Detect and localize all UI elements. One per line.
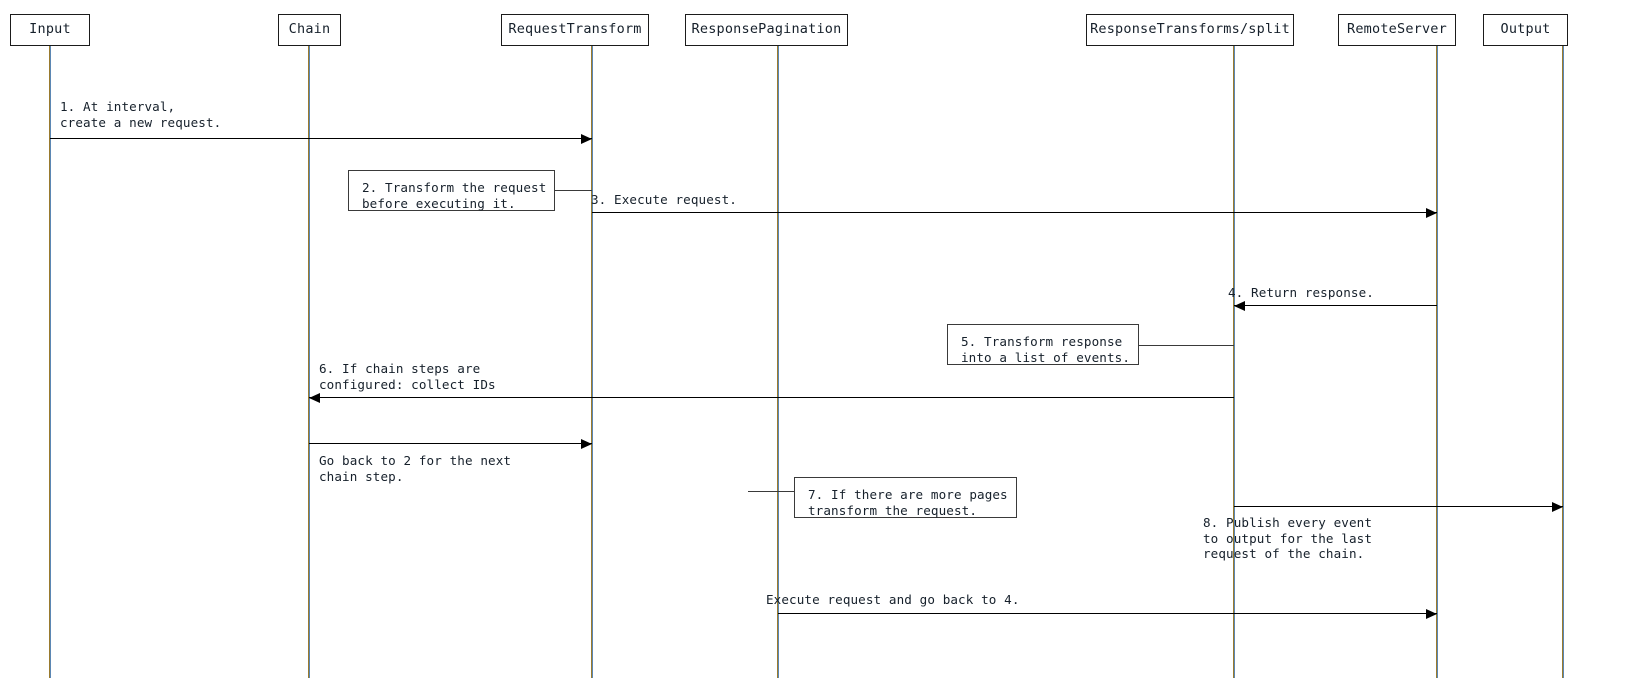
participant-responsepagination[interactable]: ResponsePagination xyxy=(685,14,848,46)
participant-input[interactable]: Input xyxy=(10,14,90,46)
participant-requesttransform[interactable]: RequestTransform xyxy=(501,14,649,46)
arrowhead-m3 xyxy=(1426,207,1437,218)
message-label-m_goback4: Execute request and go back to 4. xyxy=(766,592,1020,607)
message-line-m6 xyxy=(309,397,1234,399)
participant-label: ResponsePagination xyxy=(691,21,842,38)
arrowhead-m6 xyxy=(309,392,320,403)
message-line-m_goback2 xyxy=(309,443,592,445)
message-label-m6: 6. If chain steps are configured: collec… xyxy=(319,361,496,392)
message-label-m1: 1. At interval, create a new request. xyxy=(60,99,222,130)
participant-label: ResponseTransforms/split xyxy=(1090,21,1290,38)
participant-remoteserver[interactable]: RemoteServer xyxy=(1338,14,1456,46)
message-label-m_goback2: Go back to 2 for the next chain step. xyxy=(319,453,512,484)
note-connector-n7 xyxy=(748,491,794,493)
message-label-m4: 4. Return response. xyxy=(1228,285,1374,300)
participant-label: RemoteServer xyxy=(1347,21,1447,38)
arrowhead-m1 xyxy=(581,133,592,144)
lifeline-output xyxy=(1562,46,1564,678)
note-connector-n2 xyxy=(555,190,592,192)
arrowhead-m4 xyxy=(1234,300,1245,311)
note-n7[interactable]: 7. If there are more pages transform the… xyxy=(794,477,1017,518)
message-line-m3 xyxy=(592,212,1437,214)
note-n5[interactable]: 5. Transform response into a list of eve… xyxy=(947,324,1139,365)
arrowhead-m_goback2 xyxy=(581,438,592,449)
message-line-m1 xyxy=(50,138,592,140)
lifeline-responsetransforms xyxy=(1233,46,1235,678)
lifeline-input xyxy=(49,46,51,678)
note-n2[interactable]: 2. Transform the request before executin… xyxy=(348,170,555,211)
lifeline-requesttransform xyxy=(591,46,593,678)
participant-label: RequestTransform xyxy=(508,21,642,38)
message-label-m3: 3. Execute request. xyxy=(591,192,737,207)
message-line-m_goback4 xyxy=(778,613,1437,615)
participant-label: Input xyxy=(29,21,71,38)
message-line-m8 xyxy=(1234,506,1563,508)
arrowhead-m8 xyxy=(1552,501,1563,512)
participant-chain[interactable]: Chain xyxy=(278,14,341,46)
participant-label: Output xyxy=(1500,21,1551,38)
participant-output[interactable]: Output xyxy=(1483,14,1568,46)
participant-responsetransforms[interactable]: ResponseTransforms/split xyxy=(1086,14,1294,46)
lifeline-responsepagination xyxy=(777,46,779,678)
lifeline-chain xyxy=(308,46,310,678)
note-connector-n5 xyxy=(1139,345,1234,347)
message-line-m4 xyxy=(1234,305,1437,307)
message-label-m8: 8. Publish every event to output for the… xyxy=(1203,515,1373,562)
arrowhead-m_goback4 xyxy=(1426,608,1437,619)
lifeline-remoteserver xyxy=(1436,46,1438,678)
participant-label: Chain xyxy=(288,21,331,38)
